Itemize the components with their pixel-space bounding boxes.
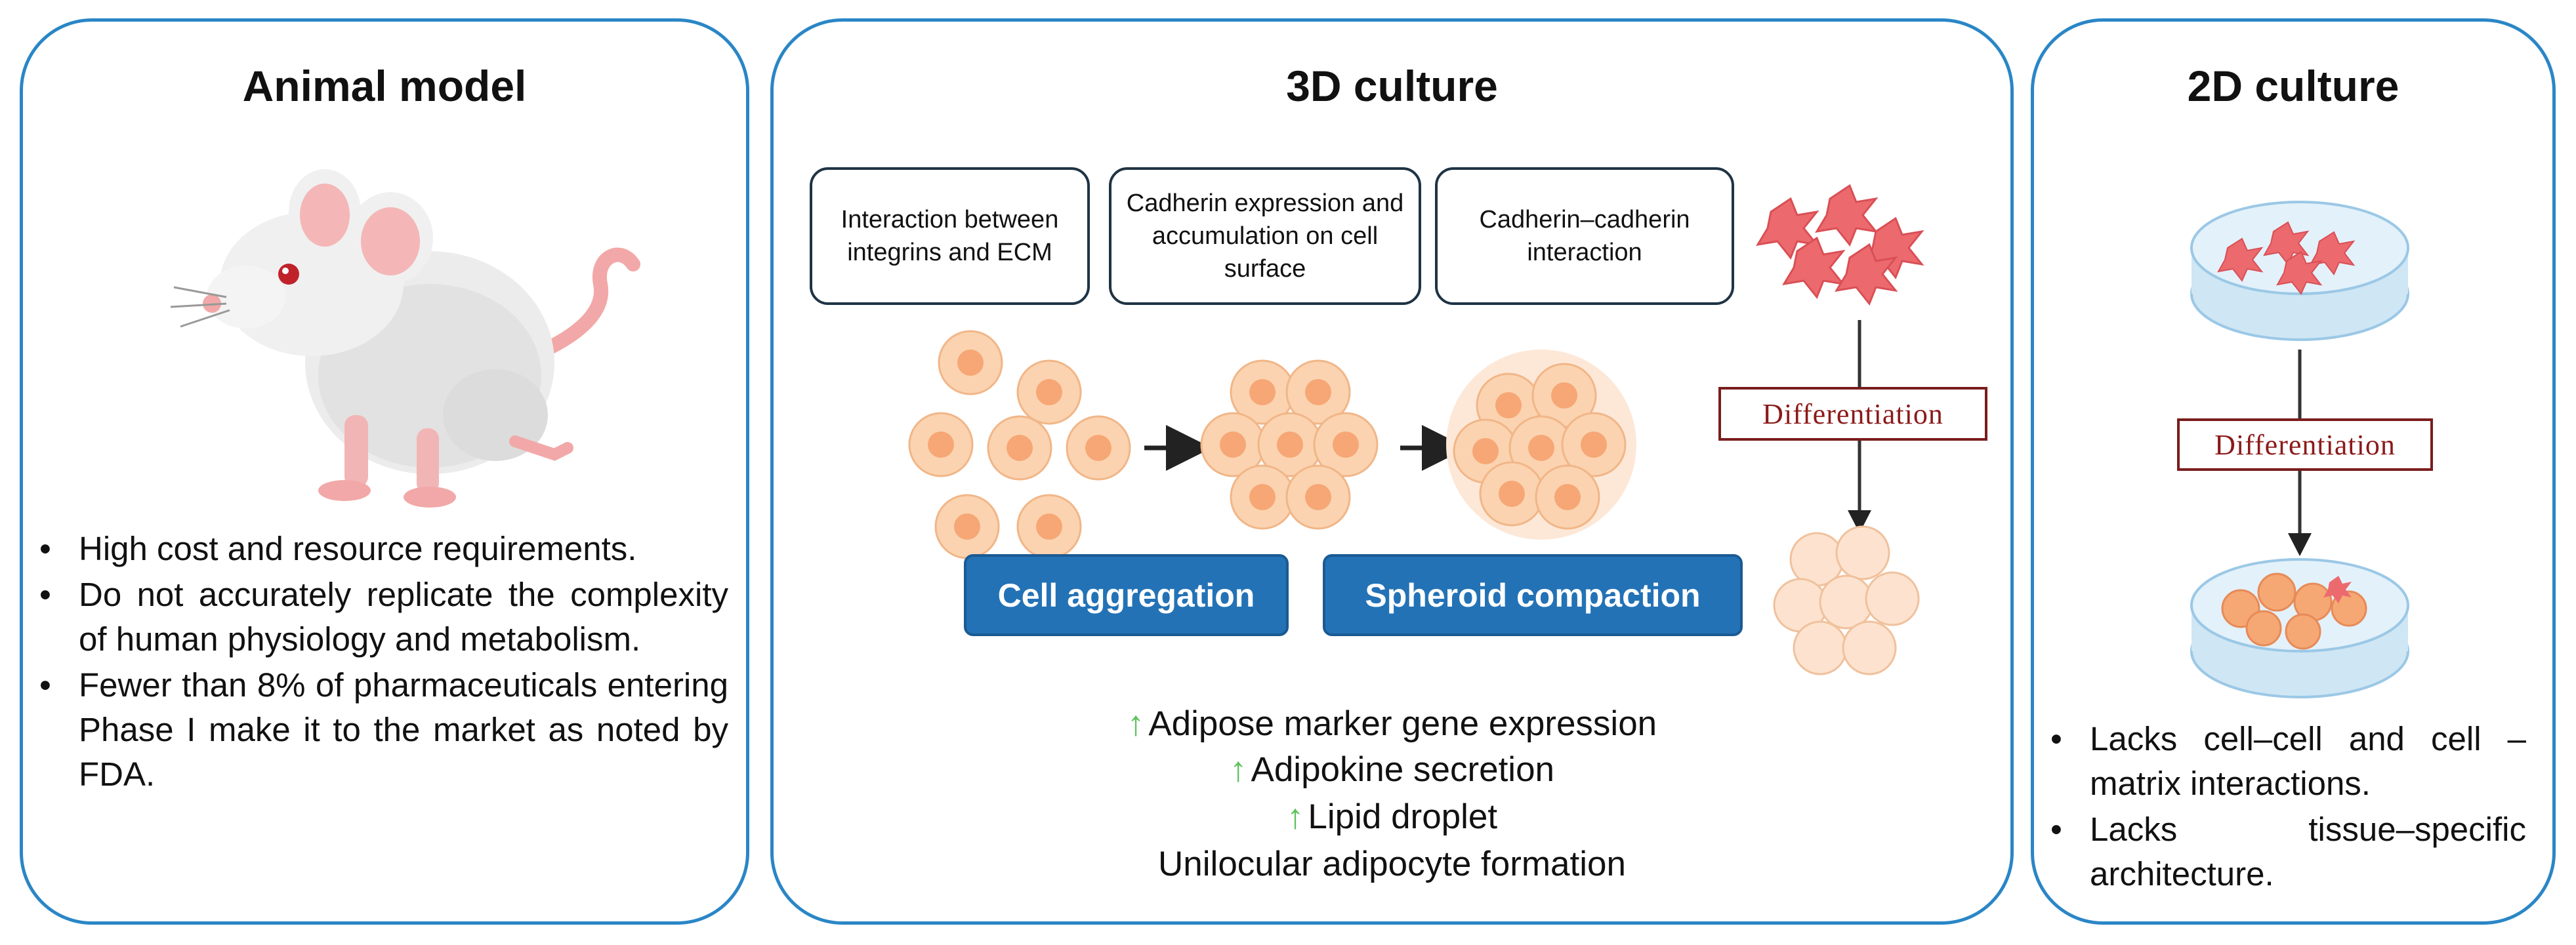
animal-model-panel: Animal model High cost and resource requ… [20,18,749,925]
differentiation-label-3d: Differentiation [1718,387,1987,441]
step-cadherin-interaction: Cadherin–cadherin interaction [1435,167,1734,305]
cell-aggregation-label: Cell aggregation [964,554,1289,636]
petri-dish-icon [2190,201,2409,341]
fibroblast-cluster-icon [1756,184,1924,306]
animal-bullet-1: High cost and resource requirements. [33,527,728,571]
culture-2d-bullet-1: Lacks cell–cell and cell –matrix interac… [2044,717,2526,806]
outcome-1: ↑Adipose marker gene expression [1127,704,1657,743]
differentiation-label-2d: Differentiation [2177,418,2433,471]
petri-dish-icon [2190,558,2409,698]
culture-3d-panel: 3D culture Interaction between integrins… [770,18,2014,925]
animal-bullet-2: Do not accurately replicate the complexi… [33,573,728,662]
adipocyte-cluster-icon [1773,525,1920,675]
outcome-2: ↑Adipokine secretion [1229,750,1555,789]
culture-2d-title: 2D culture [2187,62,2399,110]
up-arrow-icon: ↑ [1127,704,1145,743]
spheroid-compaction-label: Spheroid compaction [1323,554,1743,636]
culture-2d-bullet-2: Lacks tissue–specific architecture. [2044,807,2526,896]
animal-model-title: Animal model [242,62,527,110]
outcome-3: ↑Lipid droplet [1286,797,1498,836]
culture-3d-title: 3D culture [1286,62,1498,110]
animal-bullet-3: Fewer than 8% of pharmaceuticals enterin… [33,663,728,797]
animal-model-bullets: High cost and resource requirements. Do … [33,527,728,798]
culture-2d-bullets: Lacks cell–cell and cell –matrix interac… [2044,717,2526,898]
up-arrow-icon: ↑ [1286,797,1304,836]
step-cadherin-expression: Cadherin expression and accumulation on … [1109,167,1421,305]
culture-2d-panel: 2D culture Differentiation [2031,18,2556,925]
mouse-illustration-icon [170,169,640,508]
step-integrins-ecm: Interaction between integrins and ECM [810,167,1090,305]
outcome-4: Unilocular adipocyte formation [1158,845,1626,883]
up-arrow-icon: ↑ [1229,750,1247,789]
cell-aggregation-diagram [908,330,1636,559]
